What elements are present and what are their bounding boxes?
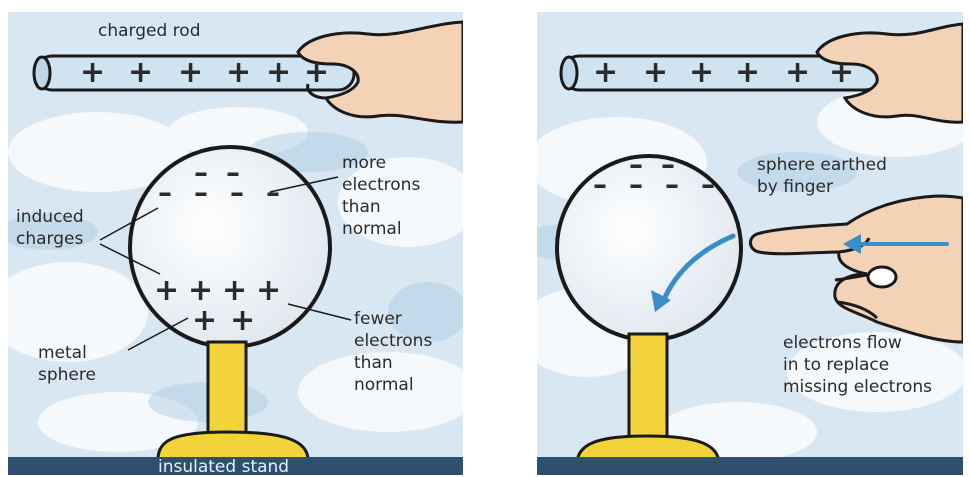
sphere-earthed-label: sphere earthed by finger [757,154,887,198]
label-line: sphere earthed [757,154,887,176]
label-line: charges [16,228,84,250]
label-line: electrons flow [783,332,932,354]
negative-charge: – [266,182,280,204]
label-line: missing electrons [783,376,932,398]
induction-panel-right: + + + + + + – – – – – – sphere earthed b… [537,12,963,475]
rod-plus-charge: + [735,56,760,90]
label-line: metal [38,342,96,364]
insulated-stand-label: insulated stand [158,457,289,475]
label-line: electrons [354,330,432,352]
ground-strip [537,457,963,475]
label-line: more [342,152,420,174]
charged-rod-label: charged rod [98,20,200,42]
positive-charge: + [192,304,217,338]
metal-sphere-label: metal sphere [38,342,96,386]
label-line: than [354,352,432,374]
positive-charge: + [256,274,281,308]
label-line: fewer [354,308,432,330]
negative-charge: – [194,182,208,204]
negative-charge: – [593,174,607,196]
rod-plus-charge: + [785,56,810,90]
rod-plus-charge: + [266,56,291,90]
positive-charge: + [230,304,255,338]
negative-charge: – [629,174,643,196]
induced-charges-label: induced charges [16,206,84,250]
label-line: sphere [38,364,96,386]
rod-plus-charge: + [80,56,105,90]
rod-plus-charge: + [128,56,153,90]
negative-charge: – [158,182,172,204]
rod-plus-charge: + [178,56,203,90]
rod-plus-charge: + [304,56,329,90]
label-line: normal [354,374,432,396]
rod-plus-charge: + [226,56,251,90]
stand-pillar [208,342,246,444]
label-line: electrons [342,174,420,196]
positive-charge: + [154,274,179,308]
label-line: in to replace [783,354,932,376]
rod-plus-charge: + [593,56,618,90]
more-electrons-label: more electrons than normal [342,152,420,240]
label-line: normal [342,218,420,240]
negative-charge: – [701,174,715,196]
fewer-electrons-label: fewer electrons than normal [354,308,432,396]
rod-plus-charge: + [689,56,714,90]
electrons-flow-label: electrons flow in to replace missing ele… [783,332,932,398]
rod-plus-charge: + [643,56,668,90]
negative-charge: – [230,182,244,204]
negative-charge: – [665,174,679,196]
rod-plus-charge: + [829,56,854,90]
label-line: induced [16,206,84,228]
induction-panel-left: + + + + + + – – – – – – + + + + + + char… [8,12,463,475]
label-line: by finger [757,176,887,198]
stand-base [158,432,308,460]
label-line: than [342,196,420,218]
